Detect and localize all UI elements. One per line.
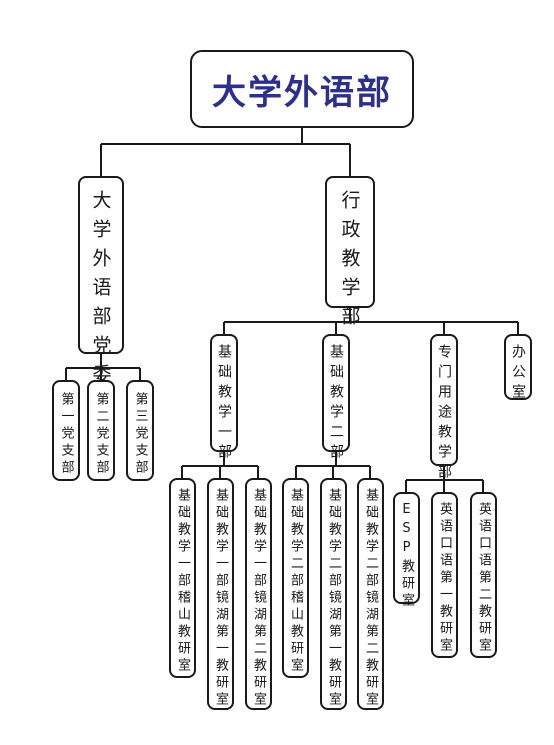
room-oral-2-node: 英语口语第二教研室	[470, 492, 497, 658]
room-b1-jinghu-2-node: 基础教学一部镜湖第二教研室	[245, 478, 272, 710]
room-b2-jinghu-2-label: 基础教学二部镜湖第二教研室	[363, 488, 378, 709]
room-oral-1-node: 英语口语第一教研室	[431, 492, 458, 658]
room-b1-jishan-node: 基础教学一部稽山教研室	[169, 478, 196, 678]
dept-office-node: 办公室	[504, 334, 532, 404]
room-oral-1-label: 英语口语第一教研室	[437, 502, 452, 655]
party-committee-label: 大学外语部党委	[89, 190, 112, 393]
room-b2-jishan-node: 基础教学二部稽山教研室	[282, 478, 309, 678]
room-b1-jinghu-1-label: 基础教学一部镜湖第一教研室	[213, 488, 228, 709]
room-b2-jishan-label: 基础教学二部稽山教研室	[288, 488, 303, 675]
branch-1-label: 第一党支部	[58, 392, 74, 477]
branch-2-label: 第二党支部	[93, 392, 109, 477]
dept-basic-2-label: 基础教学二部	[328, 344, 344, 464]
room-oral-2-label: 英语口语第二教研室	[476, 502, 491, 655]
party-committee-node: 大学外语部党委	[78, 176, 124, 393]
room-b1-jishan-label: 基础教学一部稽山教研室	[175, 488, 190, 675]
admin-label: 行政教学部	[338, 190, 361, 335]
dept-office-label: 办公室	[510, 344, 526, 404]
dept-basic-1-node: 基础教学一部	[210, 334, 238, 464]
room-b1-jinghu-2-label: 基础教学一部镜湖第二教研室	[251, 488, 266, 709]
dept-basic-1-label: 基础教学一部	[216, 344, 232, 464]
dept-basic-2-node: 基础教学二部	[322, 334, 350, 464]
room-esp-label: ESP教研室	[399, 502, 414, 610]
dept-esp-node: 专门用途教学部	[430, 334, 458, 484]
root-title: 大学外语部	[212, 72, 392, 113]
branch-1-node: 第一党支部	[52, 380, 80, 481]
branch-2-node: 第二党支部	[87, 380, 115, 481]
room-b1-jinghu-1-node: 基础教学一部镜湖第一教研室	[207, 478, 234, 710]
root-node: 大学外语部	[190, 50, 414, 128]
branch-3-node: 第三党支部	[126, 380, 154, 481]
branch-3-label: 第三党支部	[132, 392, 148, 477]
admin-node: 行政教学部	[325, 176, 375, 335]
room-b2-jinghu-2-node: 基础教学二部镜湖第二教研室	[357, 478, 384, 710]
dept-esp-label: 专门用途教学部	[436, 344, 452, 484]
room-b2-jinghu-1-label: 基础教学二部镜湖第一教研室	[326, 488, 341, 709]
room-esp-node: ESP教研室	[393, 492, 420, 610]
room-b2-jinghu-1-node: 基础教学二部镜湖第一教研室	[320, 478, 347, 710]
